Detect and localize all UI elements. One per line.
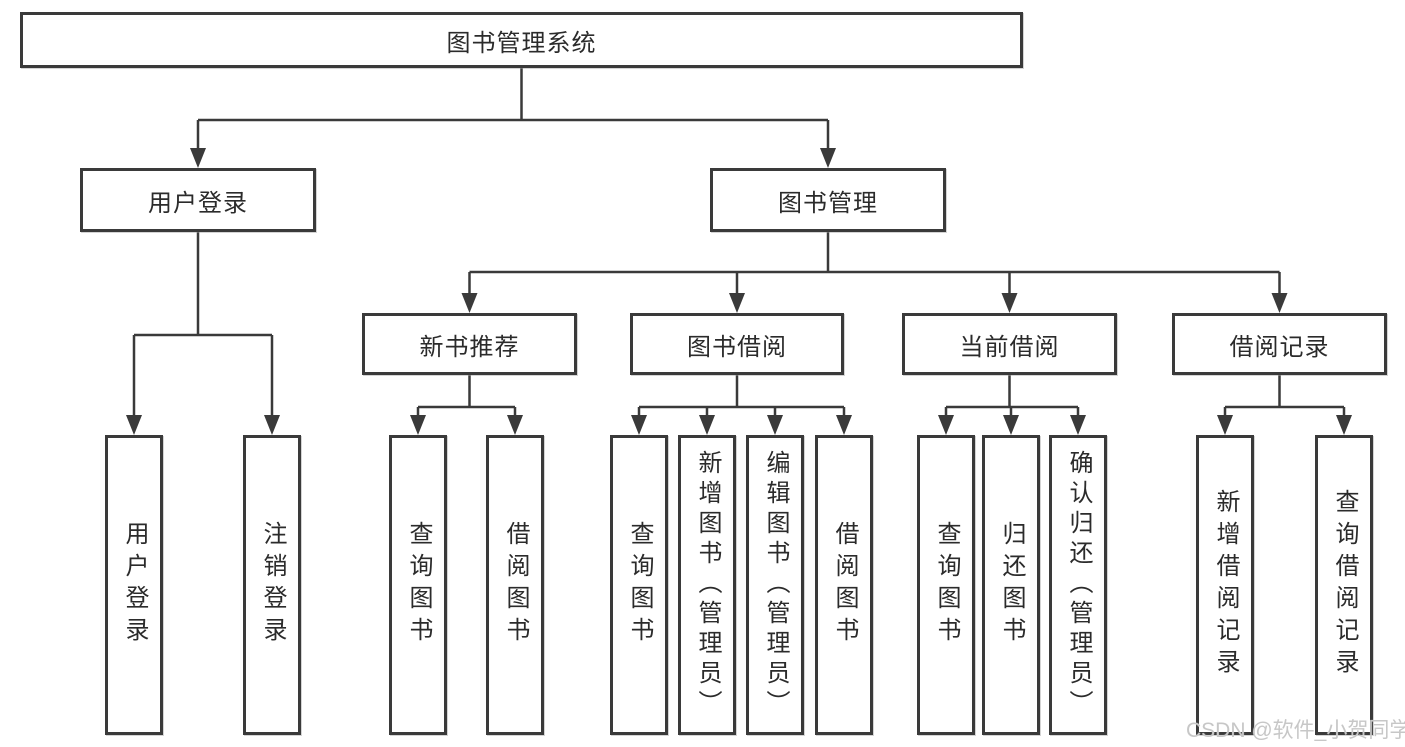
node-library-management-system: 图书管理系统 (20, 12, 1023, 68)
csdn-watermark: CSDN @软件_小贺同学 (1186, 719, 1405, 742)
node-user-login: 用户登录 (80, 168, 316, 232)
tree-edges (132, 68, 1346, 417)
node-label: 用户登录 (121, 521, 148, 649)
leaf-borrow-books-recommend: 借阅图书 (486, 435, 544, 735)
arrow-down-icon (1070, 415, 1086, 435)
node-label: 新增借阅记录 (1212, 489, 1239, 681)
leaf-query-borrow-record: 查询借阅记录 (1315, 435, 1373, 735)
node-label: 查询图书 (405, 521, 432, 649)
node-label: 当前借阅 (959, 333, 1060, 361)
arrow-down-icon (938, 415, 954, 435)
arrow-down-icon (729, 293, 745, 313)
arrow-down-icon (461, 293, 478, 313)
arrow-down-icon (1003, 415, 1019, 435)
arrow-down-icon (699, 415, 715, 435)
node-book-borrowing: 图书借阅 (630, 313, 844, 375)
arrow-down-icon (507, 415, 523, 435)
node-current-borrowing: 当前借阅 (902, 313, 1117, 375)
leaf-add-books-admin: 新增图书（管理员） (678, 435, 736, 735)
node-label: 新书推荐 (419, 333, 520, 361)
arrow-down-icon (1336, 415, 1352, 435)
leaf-borrow-books-borrowing: 借阅图书 (815, 435, 873, 735)
node-label: 查询图书 (933, 521, 960, 649)
arrow-down-icon (190, 148, 206, 168)
node-label: 借阅图书 (831, 521, 858, 649)
node-borrowing-records: 借阅记录 (1172, 313, 1387, 375)
node-book-management: 图书管理 (710, 168, 946, 232)
arrow-down-icon (820, 148, 836, 168)
arrow-down-icon (767, 415, 783, 435)
arrow-down-icon (631, 415, 647, 435)
node-label: 查询图书 (626, 521, 653, 649)
node-label: 用户登录 (148, 189, 248, 217)
node-label: 查询借阅记录 (1331, 489, 1358, 681)
leaf-user-login: 用户登录 (105, 435, 163, 735)
arrow-down-icon (836, 415, 852, 435)
leaf-query-books-recommend: 查询图书 (389, 435, 447, 735)
arrow-down-icon (1001, 293, 1018, 313)
node-label: 图书管理 (778, 189, 878, 217)
node-label: 图书借阅 (687, 333, 787, 361)
node-new-book-recommend: 新书推荐 (362, 313, 577, 375)
arrow-down-icon (264, 415, 280, 435)
leaf-logout: 注销登录 (243, 435, 301, 735)
node-label: 归还图书 (998, 521, 1025, 649)
leaf-confirm-return-admin: 确认归还（管理员） (1049, 435, 1107, 735)
leaf-return-books: 归还图书 (982, 435, 1040, 735)
leaf-query-books-borrowing: 查询图书 (610, 435, 668, 735)
leaf-query-books-current: 查询图书 (917, 435, 975, 735)
leaf-edit-books-admin: 编辑图书（管理员） (746, 435, 804, 735)
arrow-down-icon (410, 415, 426, 435)
arrow-down-icon (1217, 415, 1233, 435)
node-label: 图书管理系统 (446, 29, 597, 57)
arrow-down-icon (126, 415, 142, 435)
node-label: 确认归还（管理员） (1065, 450, 1092, 720)
node-label: 新增图书（管理员） (694, 450, 721, 720)
node-label: 注销登录 (259, 521, 286, 649)
node-label: 借阅图书 (502, 521, 529, 649)
arrow-down-icon (1271, 293, 1288, 313)
node-label: 借阅记录 (1229, 333, 1330, 361)
node-label: 编辑图书（管理员） (762, 450, 789, 720)
arrowheads (126, 148, 1352, 435)
leaf-add-borrow-record: 新增借阅记录 (1196, 435, 1254, 735)
